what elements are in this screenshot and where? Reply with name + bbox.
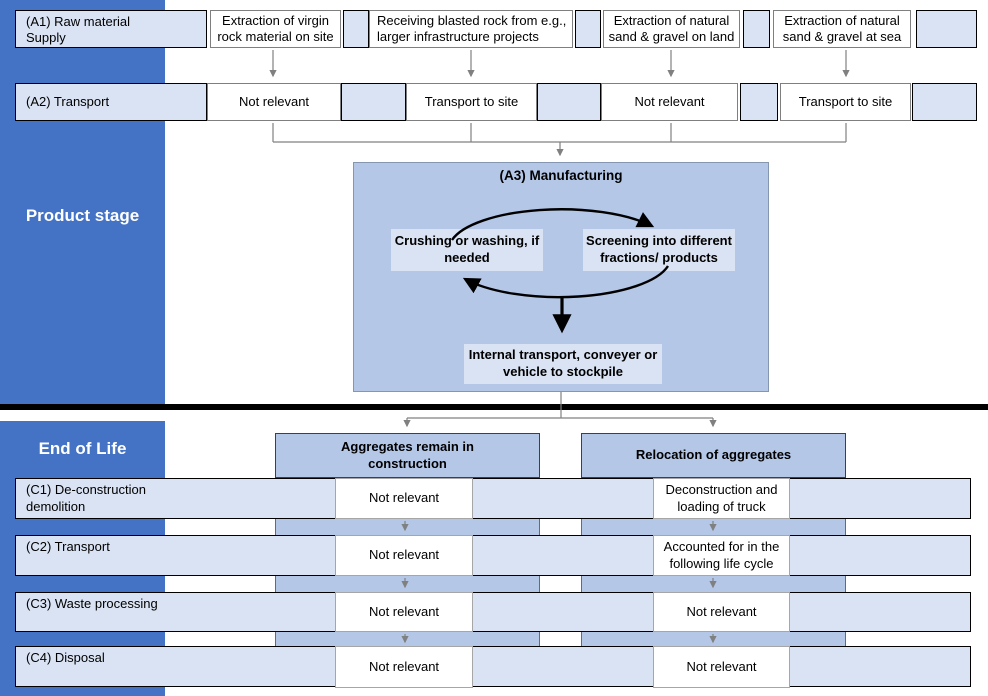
a2-cell-2: Transport to site: [406, 83, 537, 121]
c3-cell-remain: Not relevant: [335, 592, 473, 632]
branch-header-remain-text: Aggregates remain in construction: [341, 438, 474, 471]
c1-row-label: (C1) De-construction demolition: [26, 482, 146, 514]
c2-row-label: (C2) Transport: [26, 539, 110, 554]
c2-cell-remain: Not relevant: [335, 535, 473, 576]
spacer-box: [916, 10, 977, 48]
a2-cell-1: Not relevant: [207, 83, 341, 121]
a1-cell-blasted-rock: Receiving blasted rock from e.g., larger…: [369, 10, 573, 48]
c1-cell-remain: Not relevant: [335, 478, 473, 519]
a1-cell-sand-sea: Extraction of natural sand & gravel at s…: [773, 10, 911, 48]
a2-row-label: (A2) Transport: [15, 83, 207, 121]
spacer-box: [740, 83, 778, 121]
a2-row-label-text: (A2) Transport: [26, 93, 110, 109]
branch-header-relocation: Relocation of aggregates: [581, 433, 846, 478]
a3-title: (A3) Manufacturing: [499, 168, 623, 183]
a1-cell-virgin-rock: Extraction of virgin rock material on si…: [210, 10, 341, 48]
a2-a3-connector: [272, 123, 847, 157]
spacer-box: [343, 10, 369, 48]
branch-header-relocation-text: Relocation of aggregates: [635, 447, 792, 463]
end-of-life-title: End of Life: [38, 439, 127, 458]
a2-cell-3: Not relevant: [601, 83, 738, 121]
c3-row-label: (C3) Waste processing: [26, 596, 158, 611]
c4-cell-relocation: Not relevant: [653, 646, 790, 688]
spacer-box: [537, 83, 601, 121]
c1-cell-relocation: Deconstruction and loading of truck: [653, 478, 790, 519]
spacer-box: [575, 10, 601, 48]
a3-crushing-box: Crushing or washing, if needed: [391, 229, 543, 271]
a3-internal-transport-box: Internal transport, conveyer or vehicle …: [464, 344, 662, 384]
c3-cell-relocation: Not relevant: [653, 592, 790, 632]
stage-divider-line: [0, 404, 988, 410]
a2-cell-4: Transport to site: [780, 83, 911, 121]
c2-cell-relocation: Accounted for in the following life cycl…: [653, 535, 790, 576]
product-stage-sidebar: Product stage: [0, 0, 165, 404]
product-stage-title: Product stage: [25, 206, 140, 225]
c4-row: (C4) Disposal: [15, 646, 971, 687]
c4-row-label: (C4) Disposal: [26, 650, 105, 665]
c2-row: (C2) Transport: [15, 535, 971, 576]
branch-header-remain: Aggregates remain in construction: [275, 433, 540, 478]
a1-a2-arrows: [269, 50, 850, 78]
c4-cell-remain: Not relevant: [335, 646, 473, 688]
a3-manufacturing-box: (A3) Manufacturing Crushing or washing, …: [353, 162, 769, 392]
c1-row: (C1) De-construction demolition: [15, 478, 971, 519]
a1-cell-sand-land: Extraction of natural sand & gravel on l…: [603, 10, 740, 48]
c3-row: (C3) Waste processing: [15, 592, 971, 632]
spacer-box: [743, 10, 770, 48]
a1-row-label: (A1) Raw material Supply: [15, 10, 207, 48]
spacer-box: [912, 83, 977, 121]
a3-screening-box: Screening into different fractions/ prod…: [583, 229, 735, 271]
a1-row-label-text: (A1) Raw material Supply: [26, 14, 131, 46]
spacer-box: [341, 83, 406, 121]
